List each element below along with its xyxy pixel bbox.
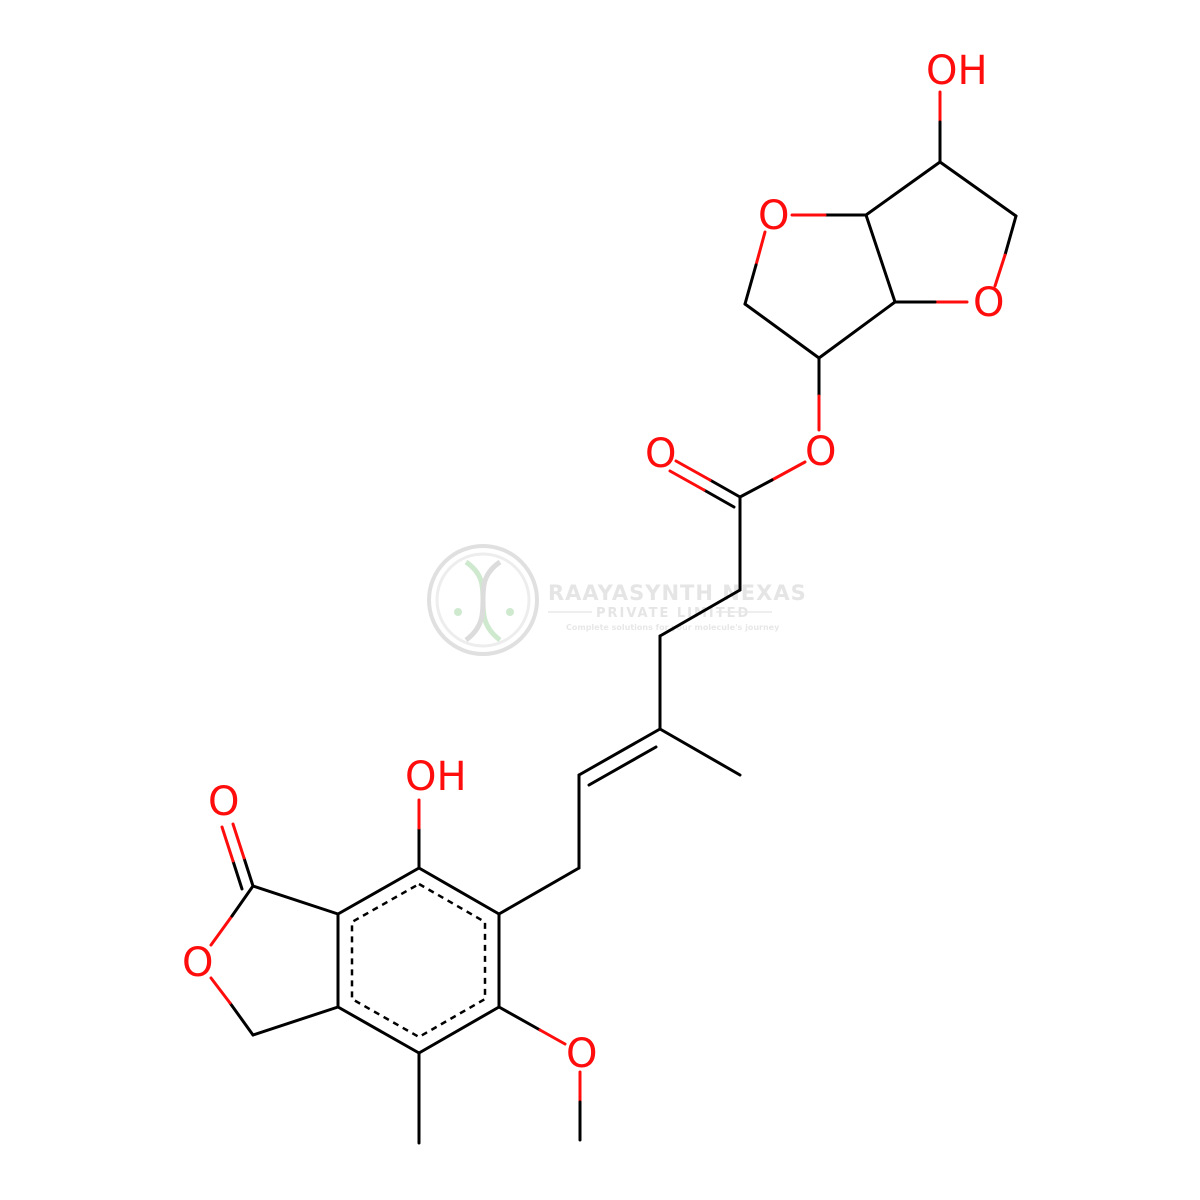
ester-oxygen-label: O — [805, 429, 836, 475]
bond — [336, 866, 421, 916]
bond — [1003, 214, 1018, 257]
bond — [417, 1005, 501, 1055]
bond — [209, 976, 232, 1005]
bicyclic-furanofuran — [743, 90, 1018, 432]
watermark-company-name: RAAYASYNTH NEXAS — [548, 581, 807, 605]
bond — [251, 884, 340, 916]
bond — [228, 1001, 255, 1037]
watermark-subtitle: PRIVATE LIMITED — [596, 606, 750, 621]
ester-chain — [497, 459, 807, 916]
bond — [658, 588, 742, 638]
lactone-ring-oxygen-label: O — [182, 940, 213, 986]
bond — [817, 300, 897, 360]
bond-lactone-carbonyl — [231, 822, 246, 860]
aromatic-inner-ring — [350, 882, 487, 1039]
bond — [538, 1028, 567, 1046]
bond — [743, 302, 821, 360]
bond-alkene — [577, 727, 662, 777]
methoxy-oxygen-label: O — [566, 1031, 597, 1077]
aromatic-ring-system — [209, 798, 582, 1145]
bond — [336, 1005, 421, 1055]
bond-lactone-carbonyl — [220, 825, 235, 863]
bond-carbonyl — [702, 488, 736, 509]
bond — [209, 914, 234, 947]
carbonyl-oxygen-label: O — [645, 431, 676, 477]
bond — [864, 213, 897, 304]
bond — [743, 263, 758, 306]
bond — [770, 460, 807, 482]
bond — [251, 1005, 340, 1037]
bond — [658, 727, 742, 777]
bond-carbonyl — [674, 459, 712, 482]
lactone-carbonyl-oxygen-label: O — [208, 779, 239, 825]
atom-labels: OH O O O O OH O O O — [182, 48, 1004, 1077]
ring-oxygen-left-label: O — [758, 193, 789, 239]
ring-oxygen-right-label: O — [973, 280, 1004, 326]
dna-helix-icon — [427, 544, 539, 656]
bond-carbonyl — [708, 478, 742, 499]
bond-carbonyl — [668, 469, 706, 492]
bond — [754, 230, 767, 267]
phenol-hydroxyl-label: OH — [405, 754, 467, 800]
bond — [993, 253, 1007, 288]
bond — [497, 866, 581, 916]
bond-lactone-carbonyl — [231, 859, 244, 891]
bond — [738, 478, 774, 499]
bond-lactone-carbonyl — [242, 856, 255, 888]
watermark: RAAYASYNTH NEXAS PRIVATE LIMITED Complet… — [427, 544, 807, 656]
bond — [417, 866, 501, 916]
bond-alkene — [587, 745, 658, 787]
bond — [497, 1005, 542, 1032]
bond — [230, 884, 255, 918]
bond — [938, 160, 1018, 218]
hydroxyl-top-label: OH — [926, 48, 988, 94]
bond — [864, 160, 942, 217]
